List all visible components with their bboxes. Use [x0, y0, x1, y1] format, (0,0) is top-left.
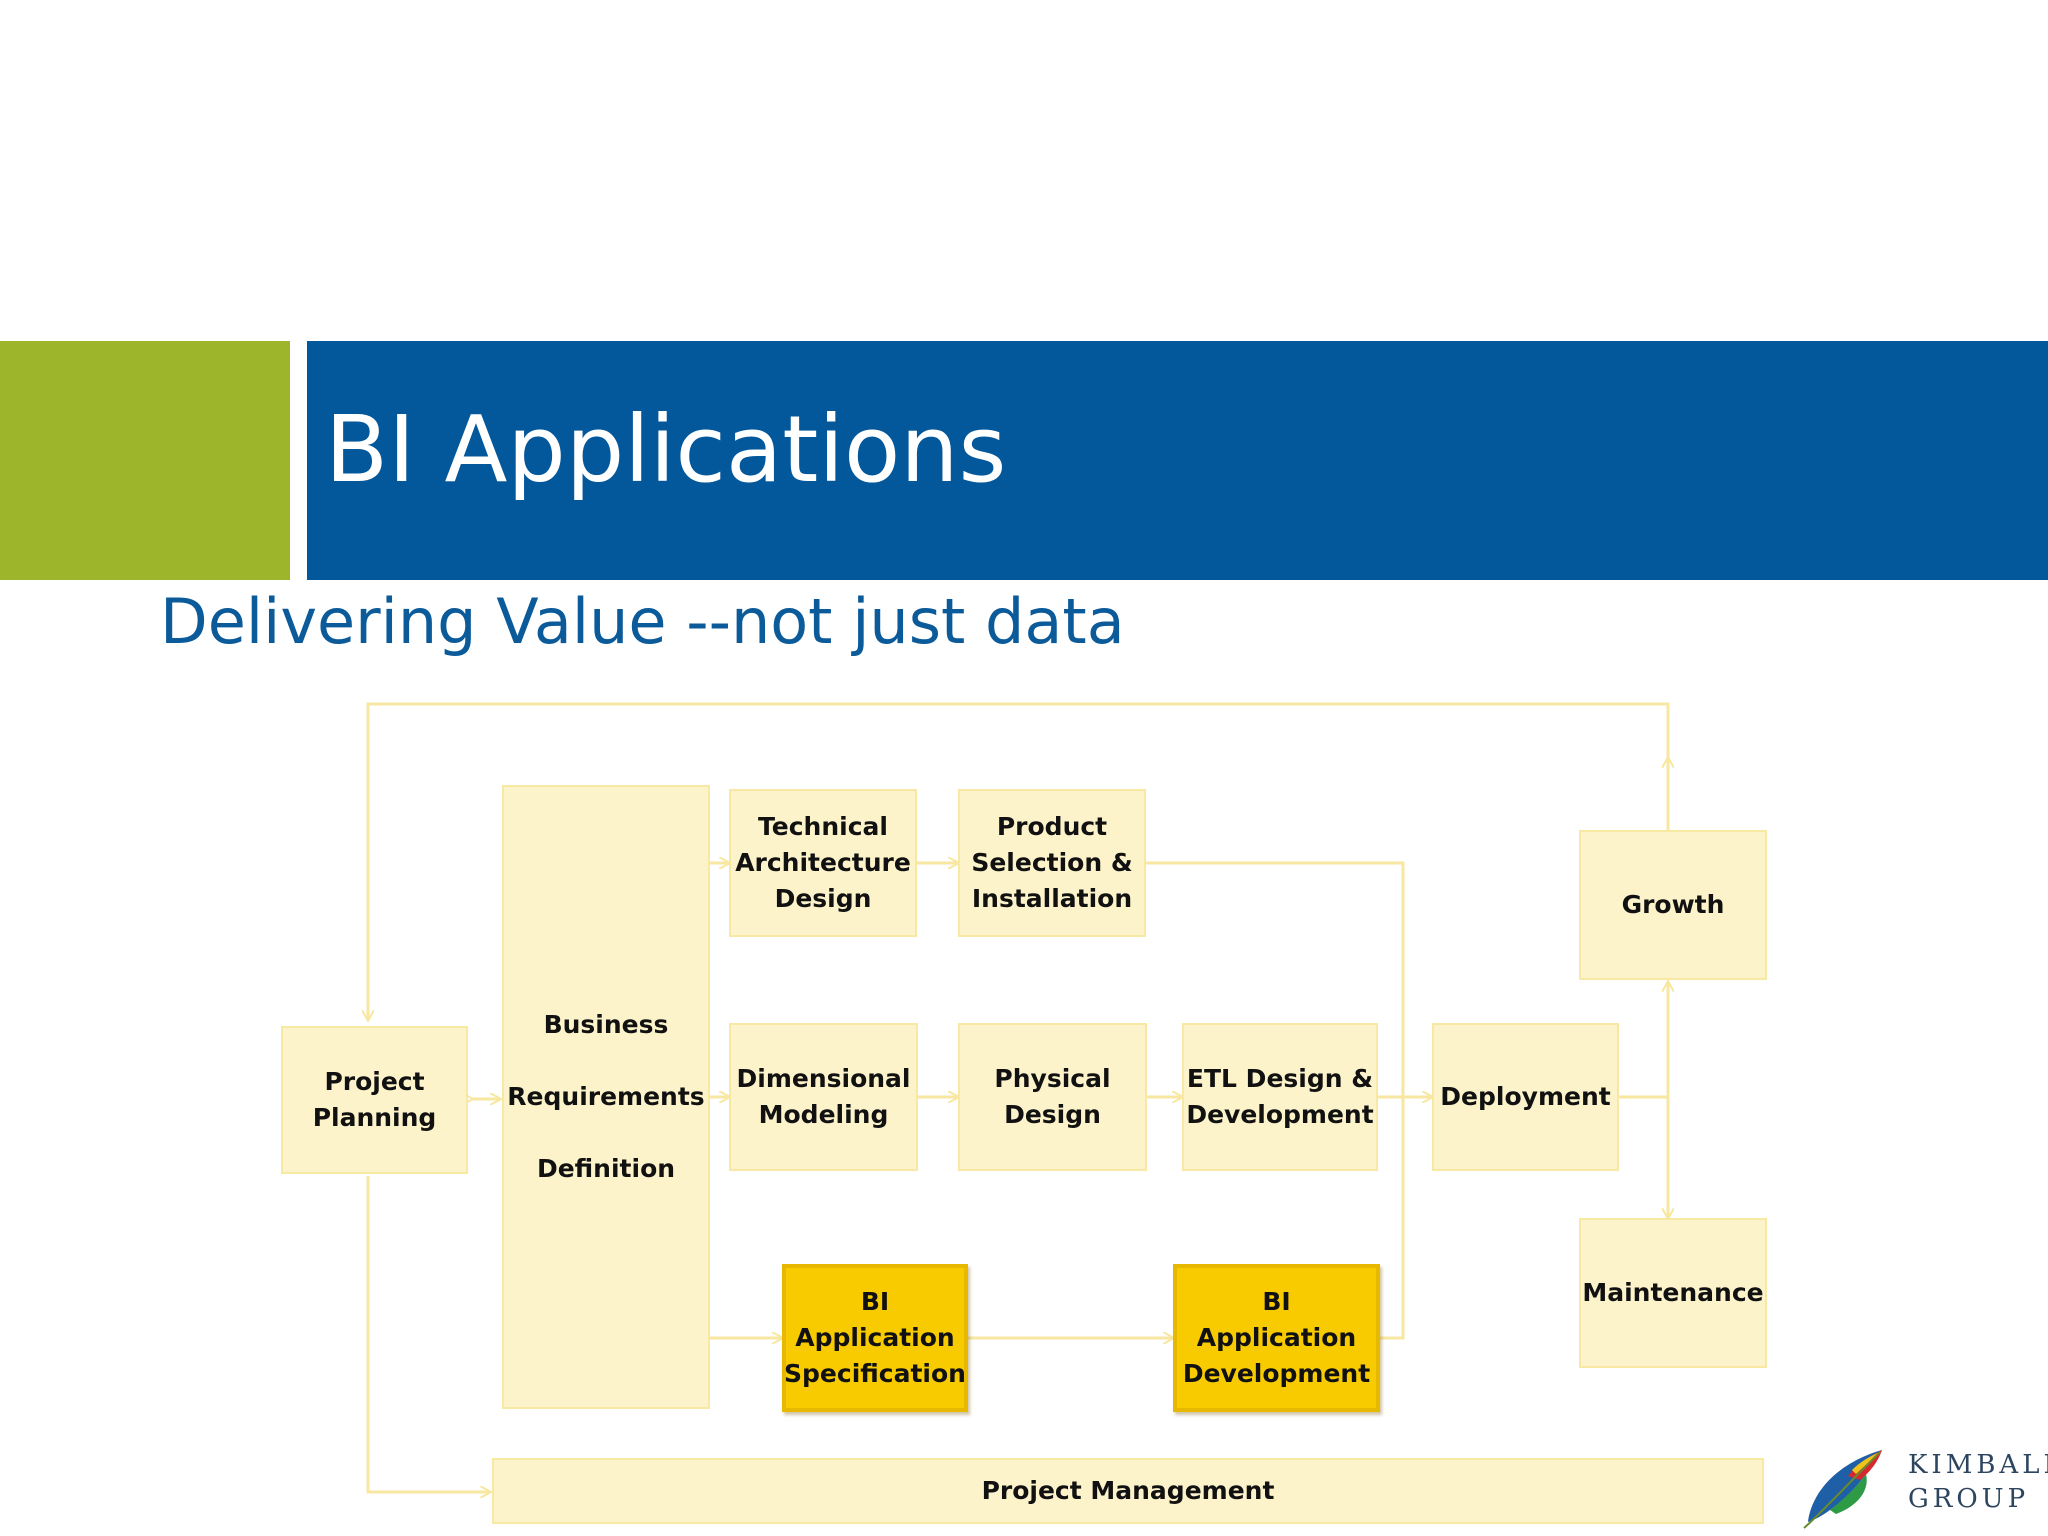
bi-application-development-box: BI Application Development: [1173, 1264, 1380, 1412]
page-title: BI Applications: [325, 396, 1007, 503]
product-selection-box: Product Selection & Installation: [958, 789, 1146, 937]
logo-text-kimball: KIMBALL: [1908, 1450, 2048, 1480]
logo-text-group: GROUP: [1908, 1484, 2030, 1514]
maintenance-box: Maintenance: [1579, 1218, 1767, 1368]
etl-design-box: ETL Design & Development: [1182, 1023, 1378, 1171]
connector-planning-management: [366, 1176, 490, 1492]
physical-design-box: Physical Design: [958, 1023, 1147, 1171]
business-requirements-box: Business Requirements Definition: [502, 785, 710, 1409]
bi-application-specification-box: BI Application Specification: [782, 1264, 968, 1412]
kimball-group-logo: KIMBALL GROUP: [1800, 1440, 2048, 1530]
project-planning-box: Project Planning: [281, 1026, 468, 1174]
connector-product-deploy: [1146, 861, 1405, 1340]
technical-architecture-box: Technical Architecture Design: [729, 789, 917, 937]
connector-top-loop: [368, 702, 1670, 1020]
page-subtitle: Delivering Value --not just data: [160, 585, 1125, 658]
project-management-box: Project Management: [492, 1458, 1764, 1524]
dimensional-modeling-box: Dimensional Modeling: [729, 1023, 918, 1171]
leaf-logo-icon: [1803, 1450, 1882, 1529]
deployment-box: Deployment: [1432, 1023, 1619, 1171]
accent-block: [0, 341, 290, 580]
growth-box: Growth: [1579, 830, 1767, 980]
title-bar: [307, 341, 2048, 580]
